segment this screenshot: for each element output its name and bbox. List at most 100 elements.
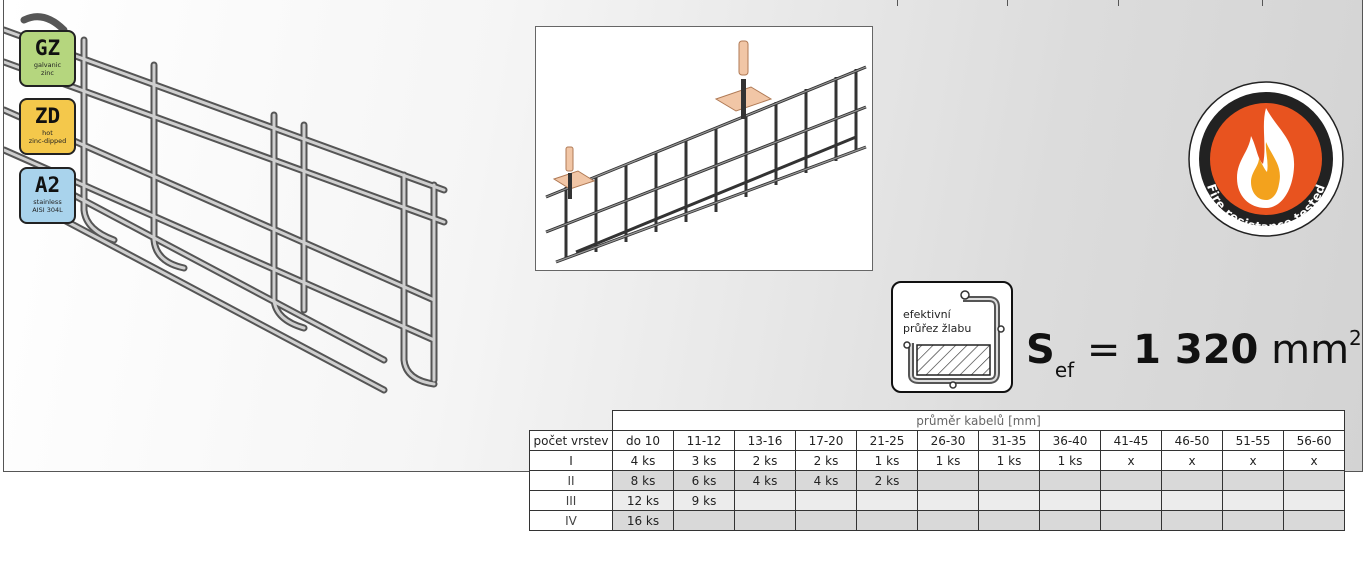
table-cell (734, 510, 796, 531)
table-cell (673, 510, 735, 531)
table-cell (917, 510, 979, 531)
formula-equals: = (1086, 327, 1121, 373)
table-caption: průměr kabelů [mm] (611, 410, 1346, 431)
layer-label: IV (529, 510, 613, 531)
table-cell: 1 ks (978, 450, 1040, 471)
table-cell (1161, 470, 1223, 491)
strip-divider (1118, 0, 1119, 6)
table-cell (856, 510, 918, 531)
column-header: 36-40 (1039, 430, 1101, 451)
product-panel: GZ galvanic zinc ZD hot zinc-dipped A2 s… (3, 0, 1363, 472)
table-cell (734, 490, 796, 511)
table-cell: x (1161, 450, 1223, 471)
badge-line: hot (42, 129, 53, 137)
badge-line: galvanic (33, 61, 62, 69)
table-cell: 1 ks (1039, 450, 1101, 471)
cross-section-icon (903, 290, 1005, 389)
formula-value: 1 320 (1133, 327, 1259, 373)
table-cell (917, 470, 979, 491)
table-cell (1100, 490, 1162, 511)
table-cell (1222, 470, 1284, 491)
strip-divider (1262, 0, 1263, 6)
table-cell (1161, 510, 1223, 531)
layer-label: III (529, 490, 613, 511)
table-cell: 9 ks (673, 490, 735, 511)
column-header: 51-55 (1222, 430, 1284, 451)
label-line: průřez žlabu (903, 322, 972, 335)
column-header: 13-16 (734, 430, 796, 451)
badge-hot-zinc-dipped: ZD hot zinc-dipped (19, 98, 76, 155)
fire-resistance-badge: Fire resistance tested (1188, 81, 1344, 237)
table-cell (1282, 470, 1346, 491)
table-cell: 2 ks (795, 450, 857, 471)
badge-code: GZ (34, 36, 61, 60)
table-cell (978, 490, 1040, 511)
tray-installation-image (545, 40, 867, 264)
column-header: 41-45 (1100, 430, 1162, 451)
table-caption-row: průměr kabelů [mm] (530, 410, 1346, 431)
table-cell: 6 ks (673, 470, 735, 491)
table-cell (1100, 470, 1162, 491)
table-cell: x (1282, 450, 1346, 471)
table-cell (1282, 510, 1346, 531)
table-cell: 4 ks (612, 450, 674, 471)
formula-exponent: 2 (1349, 326, 1362, 350)
column-header: 56-60 (1282, 430, 1346, 451)
column-header: 26-30 (917, 430, 979, 451)
column-header: 17-20 (795, 430, 857, 451)
table-cell: 2 ks (734, 450, 796, 471)
table-cell: 8 ks (612, 470, 674, 491)
badge-code: A2 (34, 173, 61, 197)
table-cell: 2 ks (856, 470, 918, 491)
row-header-label: počet vrstev (529, 430, 613, 451)
table-cell (1222, 510, 1284, 531)
column-header: 31-35 (978, 430, 1040, 451)
badge-line: zinc (41, 69, 54, 77)
installation-photo (535, 26, 873, 271)
table-cell (1161, 490, 1223, 511)
column-header: do 10 (612, 430, 674, 451)
table-cell: 4 ks (795, 470, 857, 491)
cross-section-label: efektivní průřez žlabu (903, 308, 971, 336)
badge-line: stainless (33, 198, 62, 206)
table-cell (1222, 490, 1284, 511)
label-line: efektivní (903, 308, 951, 321)
table-cell: 1 ks (917, 450, 979, 471)
table-cell: 16 ks (612, 510, 674, 531)
table-cell (1282, 490, 1346, 511)
badge-line: AISI 304L (32, 206, 63, 214)
table-cell (1039, 510, 1101, 531)
table-corner (530, 411, 613, 431)
table-cell (1100, 510, 1162, 531)
badge-code: ZD (34, 104, 61, 128)
strip-divider (897, 0, 898, 6)
table-cell: 3 ks (673, 450, 735, 471)
badge-stainless: A2 stainless AISI 304L (19, 167, 76, 224)
table-cell (795, 490, 857, 511)
table-cell (978, 470, 1040, 491)
layer-label: I (529, 450, 613, 471)
table-cell (978, 510, 1040, 531)
table-cell: x (1222, 450, 1284, 471)
effective-cross-section-icon: efektivní průřez žlabu (891, 281, 1013, 393)
table-cell (1039, 470, 1101, 491)
layer-label: II (529, 470, 613, 491)
table-cell (795, 510, 857, 531)
table-cell (1039, 490, 1101, 511)
table-cell (856, 490, 918, 511)
top-strip (4, 0, 1362, 6)
table-cell: 12 ks (612, 490, 674, 511)
column-header: 11-12 (673, 430, 735, 451)
column-header: 46-50 (1161, 430, 1223, 451)
badge-galvanic-zinc: GZ galvanic zinc (19, 30, 76, 87)
strip-divider (1007, 0, 1008, 6)
formula-unit: mm (1271, 327, 1350, 373)
table-cell: 4 ks (734, 470, 796, 491)
table-cell: 1 ks (856, 450, 918, 471)
